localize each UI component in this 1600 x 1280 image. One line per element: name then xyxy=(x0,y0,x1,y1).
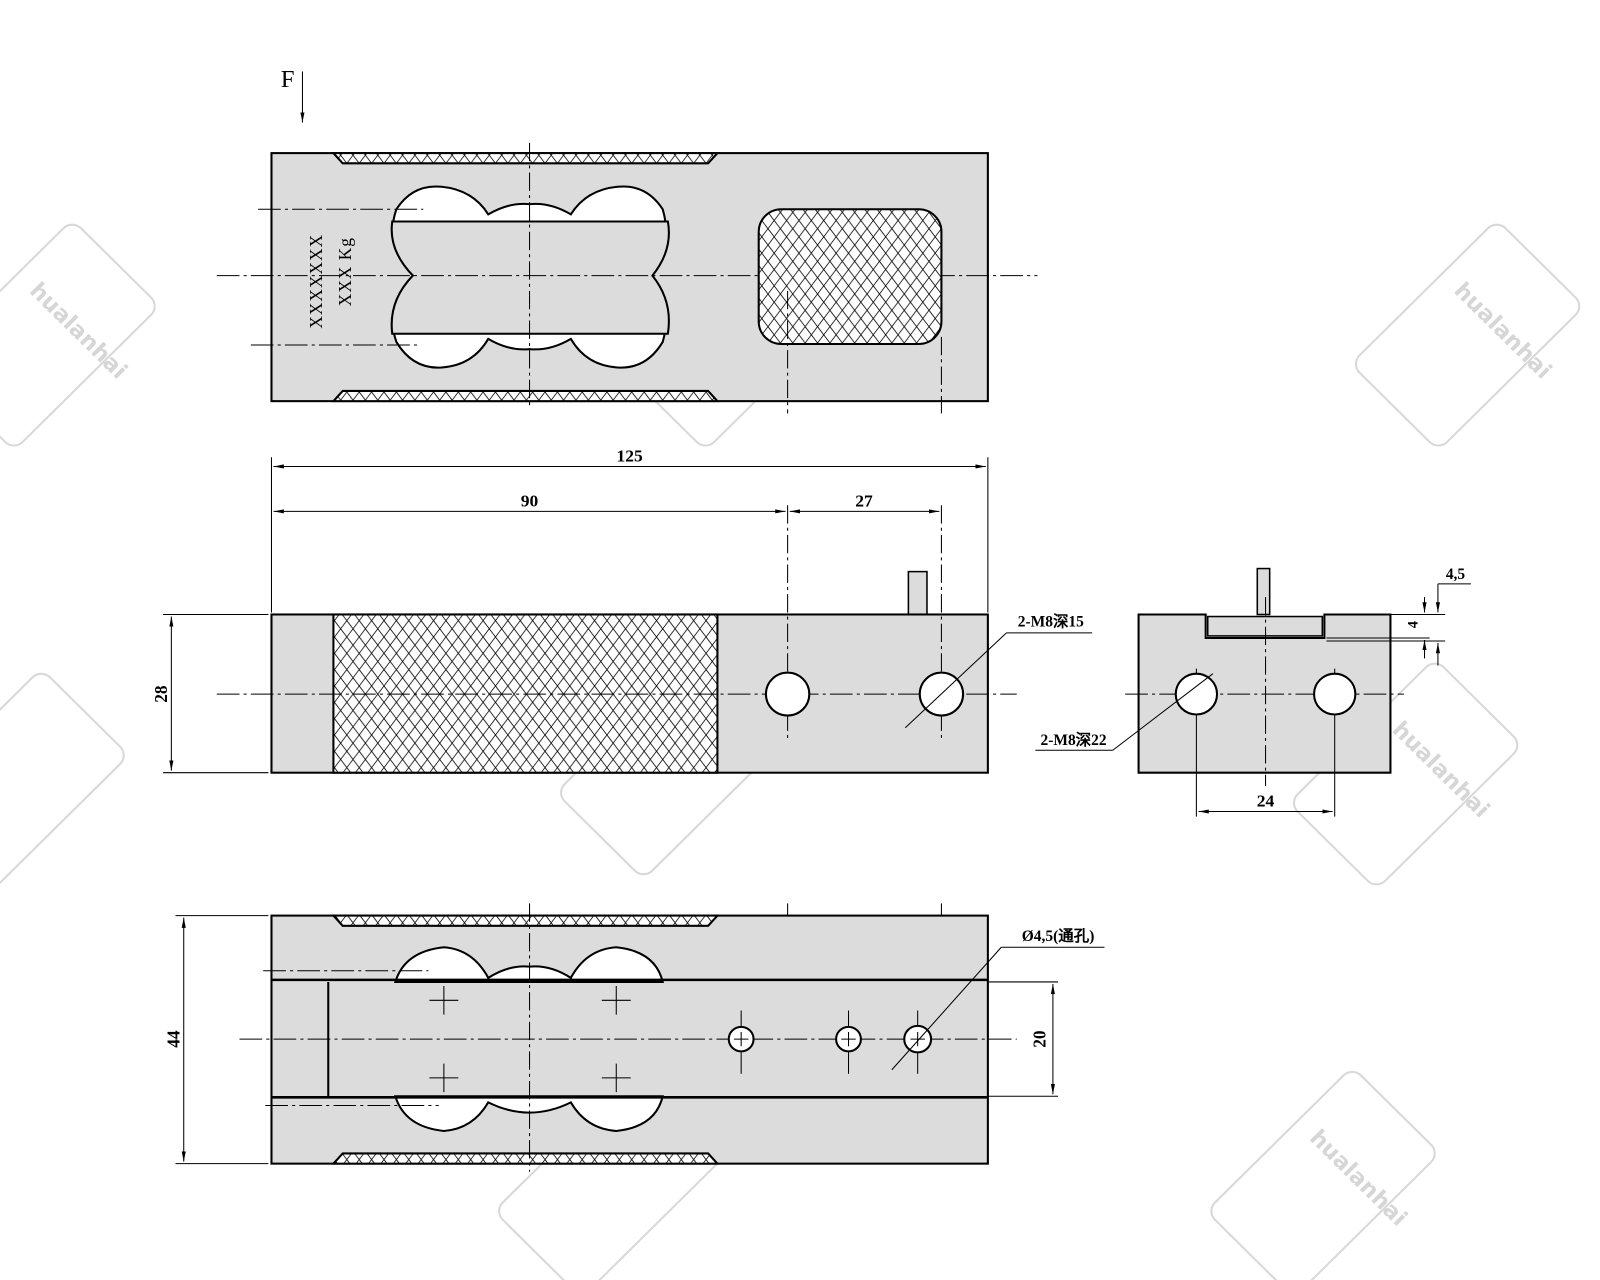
watermark-logo: hualanhai xyxy=(1354,223,1581,447)
dim-slot-depth-total: 4,5 xyxy=(1446,566,1466,583)
dim-total-length: 125 xyxy=(617,445,644,465)
thread-side-label: 2-M8深15 xyxy=(1018,613,1084,631)
svg-text:hualanhai: hualanhai xyxy=(24,278,132,385)
cable xyxy=(907,570,928,616)
leader-line xyxy=(904,632,1007,729)
cable xyxy=(1256,567,1271,616)
leader-line xyxy=(1112,673,1214,751)
watermark-logo: hualanhai xyxy=(0,223,156,447)
dim-slot-depth: 4 xyxy=(1405,621,1421,628)
side-view: 125 90 27 2-M8深15 28 xyxy=(151,445,1093,774)
watermark-logo xyxy=(0,672,125,896)
marking-capacity: XXX Kg xyxy=(335,237,355,306)
thread-hole xyxy=(1174,672,1219,716)
svg-text:hualanhai: hualanhai xyxy=(1387,717,1495,824)
thread-hole xyxy=(1313,672,1357,716)
bottom-strain-area xyxy=(331,1152,720,1165)
thread-hole xyxy=(764,671,811,717)
dim-plate-width: 20 xyxy=(1030,1030,1050,1048)
hole-center-mark xyxy=(733,1031,925,1047)
marking-code: XXXXXXX xyxy=(306,234,326,329)
watermark-logo: hualanhai xyxy=(1210,1070,1436,1280)
label-area xyxy=(757,208,943,346)
leader-line xyxy=(891,946,1002,1071)
end-view: 24 2-M8深22 4 4,5 xyxy=(1035,566,1471,817)
cutout-beam xyxy=(390,220,670,335)
svg-text:hualanhai: hualanhai xyxy=(1304,1125,1412,1232)
bottom-view: Ø4,5(通孔) 20 44 xyxy=(164,903,1105,1172)
svg-text:hualanhai: hualanhai xyxy=(1449,278,1557,385)
dim-hole-spacing: 27 xyxy=(855,490,873,510)
through-hole-label: Ø4,5(通孔) xyxy=(1022,927,1095,945)
dim-width: 44 xyxy=(164,1030,184,1048)
bottom-strain-area xyxy=(331,389,720,403)
dim-hole-position: 90 xyxy=(521,490,539,510)
dim-end-spacing: 24 xyxy=(1257,790,1275,810)
cross-mark-icon xyxy=(429,986,631,1093)
top-view: F XXXXXXX XXX Kg xyxy=(216,66,1038,414)
top-strain-area xyxy=(331,914,720,927)
force-label: F xyxy=(281,66,295,93)
dim-height: 28 xyxy=(151,685,171,703)
top-strain-area xyxy=(331,152,720,165)
thread-end-label: 2-M8深22 xyxy=(1040,731,1106,749)
